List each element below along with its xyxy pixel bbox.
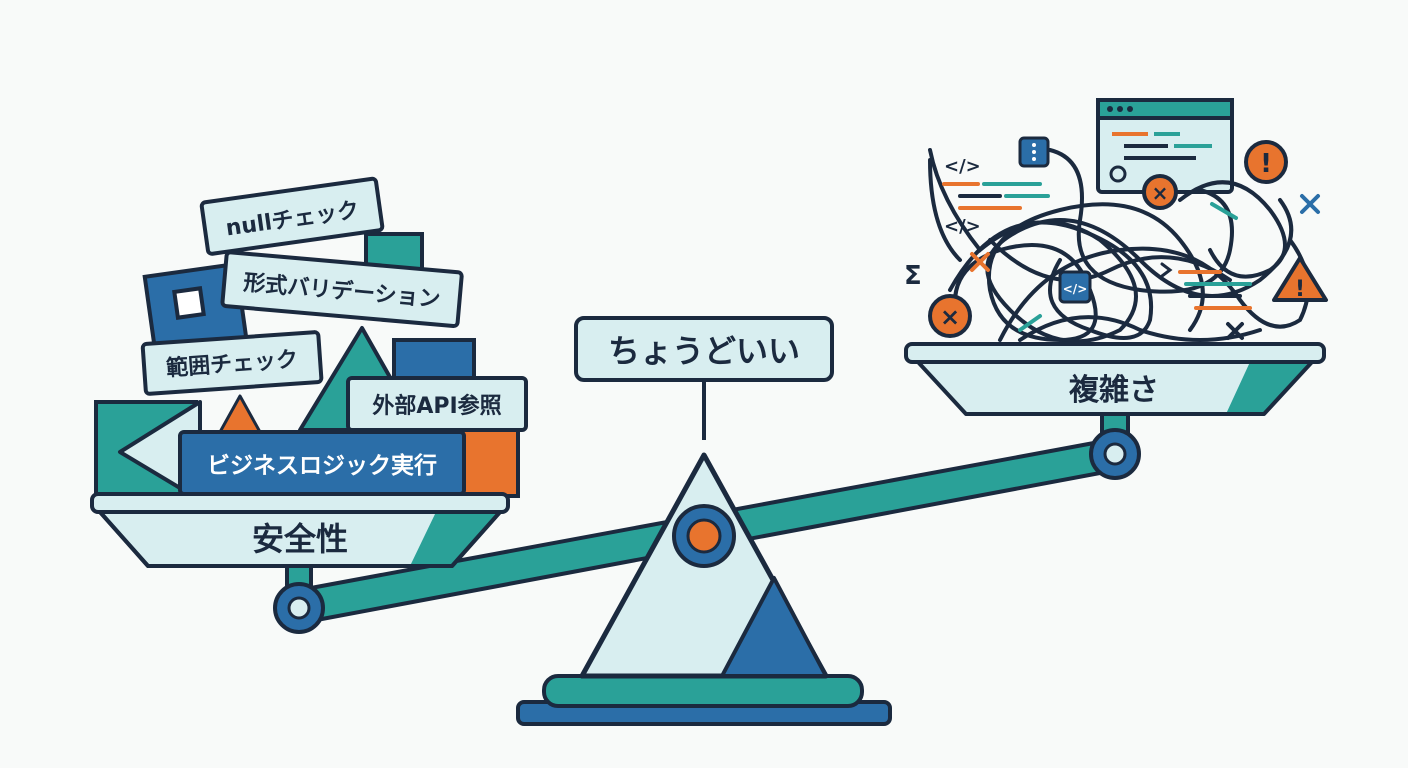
block-null-check: nullチェック	[199, 176, 385, 256]
scale-base	[516, 674, 892, 726]
svg-text:!: !	[1295, 277, 1305, 302]
right-pile: </> </> </> Σ × × ! !	[904, 98, 1328, 344]
code-snippet-lines	[942, 182, 1252, 332]
svg-text:!: !	[1260, 149, 1272, 179]
block-range-check: 範囲チェック	[140, 330, 324, 396]
warning-circle-icon: !	[1244, 140, 1288, 184]
block-business-logic: ビジネスロジック実行	[178, 430, 466, 496]
error-icon: ×	[928, 294, 972, 338]
tangled-wires	[928, 148, 1310, 344]
code-box-icon: </>	[1058, 270, 1092, 304]
warning-triangle-icon: !	[1272, 256, 1328, 302]
block-format-validation: 形式バリデーション	[220, 250, 464, 329]
chevron-icon	[1160, 262, 1173, 278]
left-pan-label: 安全性	[252, 520, 348, 558]
svg-text:</>: </>	[1063, 282, 1088, 296]
block-external-api: 外部API参照	[346, 376, 528, 432]
code-icon: </>	[944, 156, 981, 177]
svg-text:×: ×	[1152, 181, 1169, 205]
node-box-icon	[1018, 136, 1050, 168]
svg-text:×: ×	[940, 303, 960, 331]
code-window-icon	[1096, 98, 1234, 194]
svg-text:外部API参照: 外部API参照	[372, 393, 501, 419]
right-pan-label: 複雑さ	[1069, 373, 1159, 408]
left-pan-hanger	[273, 564, 325, 634]
svg-text:ビジネスロジック実行: ビジネスロジック実行	[207, 452, 437, 479]
right-pan: 複雑さ	[904, 342, 1326, 416]
left-stack: nullチェック 形式バリデーション 範囲チェック 外部API参照 ビジネスロジ…	[94, 176, 528, 502]
error-icon: ×	[1142, 174, 1178, 210]
sigma-icon: Σ	[904, 261, 922, 291]
fulcrum-callout: ちょうどいい	[574, 316, 834, 440]
code-icon: </>	[944, 216, 981, 237]
left-pan: 安全性	[90, 492, 510, 568]
fulcrum-label: ちょうどいい	[608, 332, 800, 370]
fulcrum-triangle	[579, 452, 829, 679]
x-mark-icon	[970, 194, 1320, 340]
right-pan-hanger	[1089, 410, 1141, 480]
